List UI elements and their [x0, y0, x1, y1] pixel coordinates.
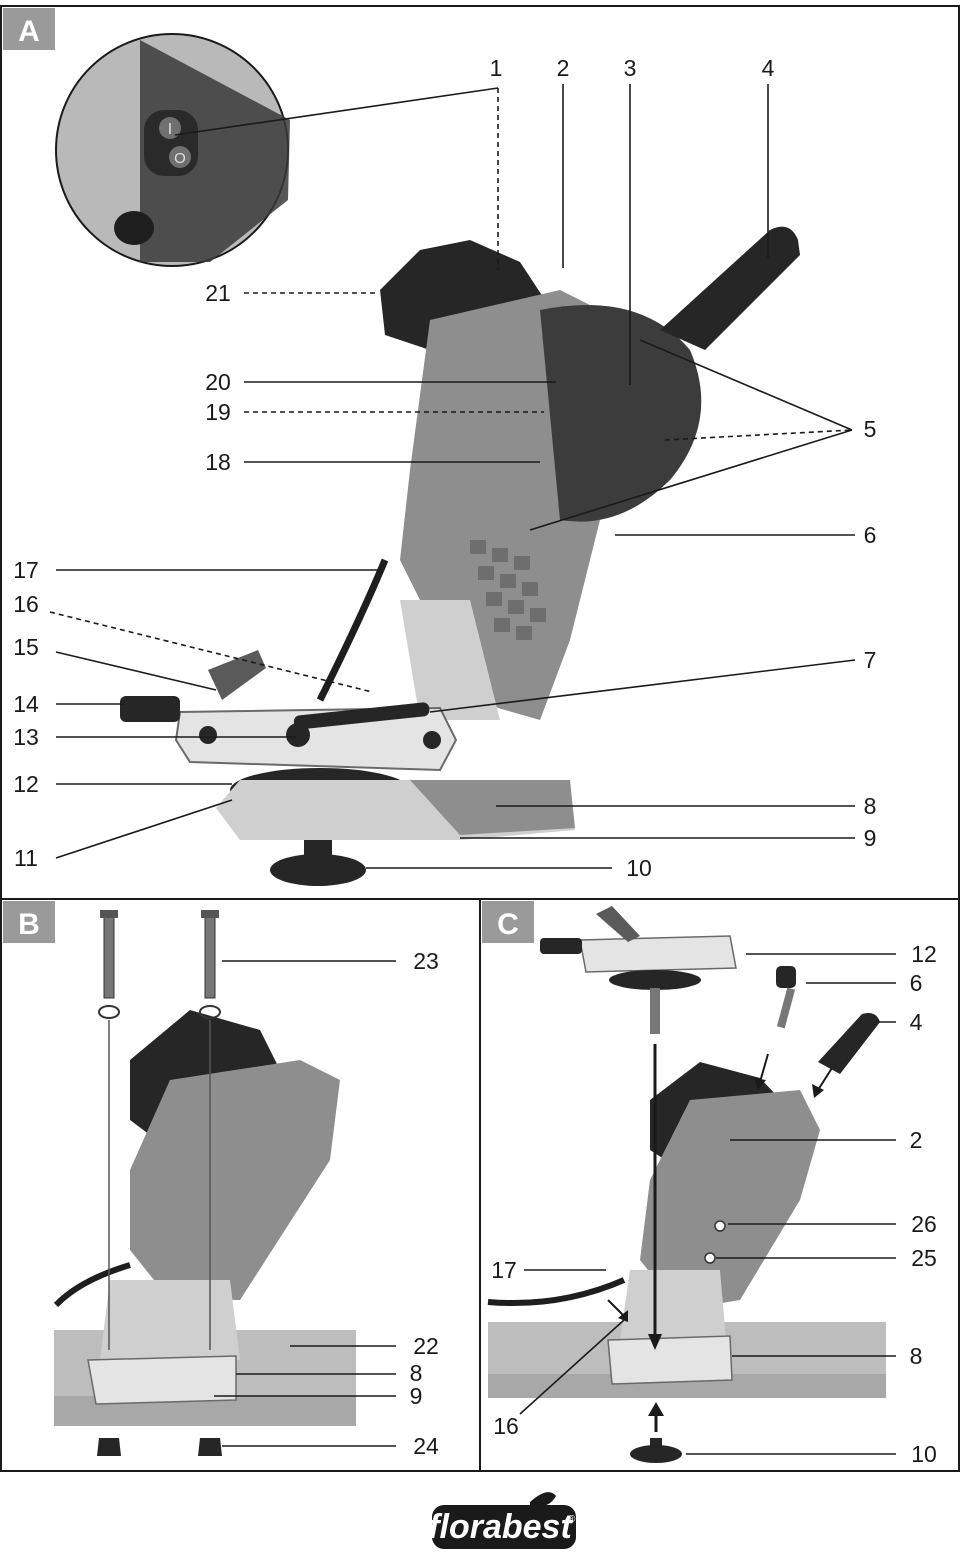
wing-nut-c: [630, 1445, 682, 1463]
callout-4: 4: [762, 55, 775, 81]
switch-on-label: I: [168, 121, 172, 138]
handle: [660, 226, 800, 350]
wheel-guard: [540, 305, 702, 522]
panel-c: C: [479, 898, 960, 1472]
hole-25: [704, 1252, 716, 1264]
wing-nut: [270, 854, 366, 886]
panel-c-tag: [482, 901, 534, 943]
inset-knob: [114, 211, 154, 245]
switch-off-mark: [169, 146, 191, 168]
callout-6-c: 6: [910, 970, 923, 996]
grinder-arm-b: [130, 1060, 340, 1300]
callout-10-c: 10: [911, 1441, 937, 1467]
callout-8-b: 8: [410, 1360, 423, 1386]
labels-a: 1 2 3 4 5 6 7 8 9 10 11 12 13 14 15 16 1…: [13, 55, 876, 881]
callout-3: 3: [624, 55, 637, 81]
callout-21: 21: [205, 280, 231, 306]
panel-b: B 23 22 8 9 24: [0, 898, 481, 1472]
callout-8-c: 8: [910, 1343, 923, 1369]
wing-nut-c-stem: [650, 1438, 662, 1450]
power-cable: [316, 558, 389, 702]
callout-12-c: 12: [911, 941, 937, 967]
callout-17-c: 17: [491, 1257, 517, 1283]
power-cable-b: [53, 1262, 131, 1308]
vise-bolt: [199, 726, 217, 744]
leaf-icon: [530, 1492, 556, 1507]
drill-arrow-icon: [607, 1044, 833, 1432]
callout-7: 7: [864, 647, 877, 673]
base-foot: [410, 780, 575, 835]
panel-a: A I O: [0, 5, 960, 900]
callout-9-b: 9: [410, 1383, 423, 1409]
switch-inset: I O: [55, 33, 290, 267]
base-b: [87, 1355, 237, 1405]
callout-4-c: 4: [910, 1009, 923, 1035]
logo-registered: ®: [568, 1514, 576, 1525]
callout-11: 11: [14, 845, 38, 871]
column-c: [620, 1270, 726, 1340]
panel-b-tag: [3, 901, 55, 943]
callout-19: 19: [205, 399, 231, 425]
inset-housing-edge: [140, 40, 290, 262]
callout-20: 20: [205, 369, 231, 395]
adjusting-screw: [120, 696, 180, 722]
callout-26: 26: [911, 1211, 937, 1237]
callout-18: 18: [205, 449, 231, 475]
callout-6: 6: [864, 522, 877, 548]
callout-15: 15: [13, 634, 39, 660]
callout-8: 8: [864, 793, 877, 819]
chain-stop: [208, 650, 266, 700]
callout-24: 24: [413, 1433, 439, 1459]
callout-10: 10: [626, 855, 652, 881]
panel-a-tag: [3, 8, 55, 50]
grinder-arm-c: [640, 1090, 820, 1310]
wing-nut-stem: [304, 840, 332, 860]
hole-26: [714, 1220, 726, 1232]
arm-grid-pattern: [470, 540, 546, 640]
callout-1: 1: [490, 55, 503, 81]
vise-plate: [174, 706, 458, 772]
vise-assembly-c: [540, 906, 737, 1034]
callout-2-c: 2: [910, 1127, 923, 1153]
chain-sharpener-machine: [120, 226, 800, 886]
callout-22: 22: [413, 1333, 439, 1359]
callout-23: 23: [413, 948, 439, 974]
panel-b-tag-letter: B: [18, 908, 40, 941]
parts-c: [776, 966, 880, 1074]
panel-c-frame: [479, 898, 960, 1472]
vise-bolt-right: [423, 731, 441, 749]
vise-knob: [286, 723, 310, 747]
callout-5: 5: [864, 416, 877, 442]
logo-text: florabest: [428, 1508, 573, 1546]
callout-25: 25: [911, 1245, 937, 1271]
callout-2: 2: [557, 55, 570, 81]
callout-14: 14: [13, 691, 39, 717]
brand-logo: florabest ®: [428, 1492, 576, 1549]
panel-c-tag-letter: C: [497, 908, 519, 941]
logo-badge: [432, 1505, 576, 1549]
callout-17: 17: [13, 557, 39, 583]
base-c: [607, 1335, 733, 1385]
switch-on-mark: [159, 117, 181, 139]
callout-16-c: 16: [493, 1413, 519, 1439]
switch-off-label: O: [174, 150, 186, 167]
callout-13: 13: [13, 724, 39, 750]
leaders-a: [49, 84, 856, 869]
vise-lever: [293, 702, 430, 730]
bolts-b: [97, 910, 222, 1456]
column-b: [100, 1280, 240, 1360]
callout-9: 9: [864, 825, 877, 851]
column: [400, 600, 500, 720]
power-cable-c: [487, 1277, 626, 1307]
callout-16: 16: [13, 591, 39, 617]
panel-a-tag-letter: A: [18, 15, 40, 48]
callout-12: 12: [13, 771, 39, 797]
